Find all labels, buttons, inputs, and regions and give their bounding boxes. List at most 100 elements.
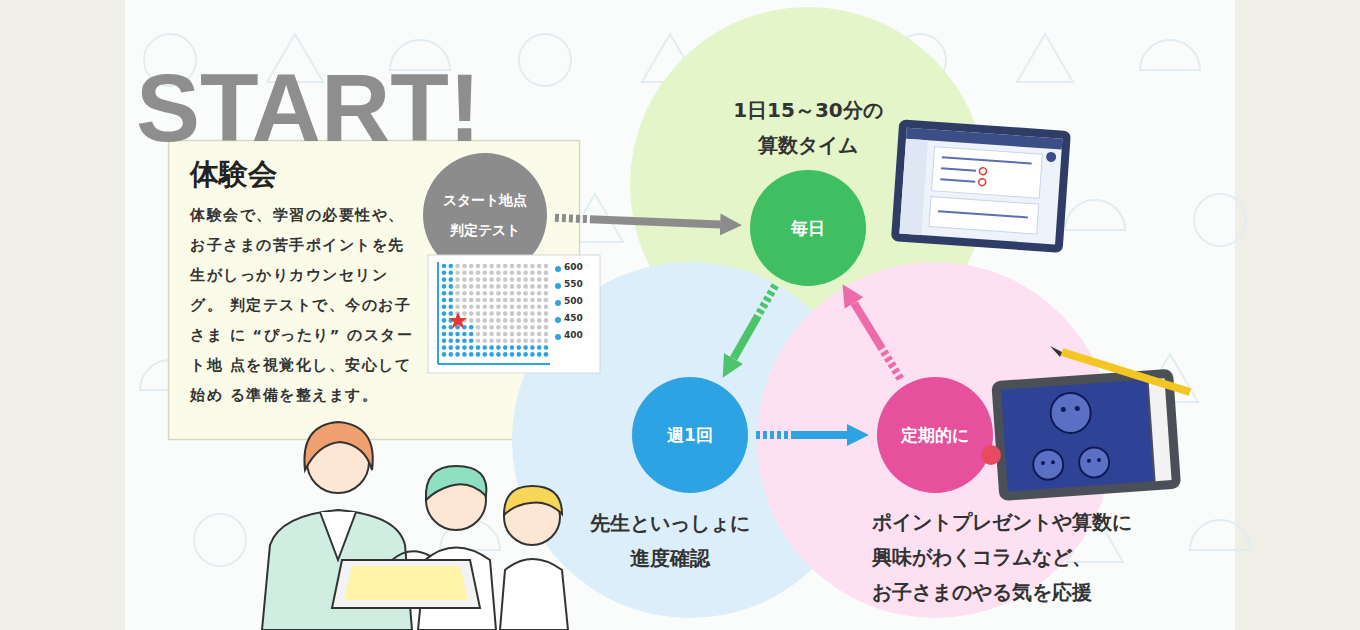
chart-dot [523,352,528,357]
faint-circle [194,514,246,566]
chart-legend-dots [555,266,561,340]
chart-dot [510,298,515,303]
chart-dot [462,271,467,276]
chart-dot [530,311,535,316]
answer-mark [978,178,985,185]
chart-dot [489,291,494,296]
chart-dot [517,277,522,282]
test-circle-fill [423,153,547,277]
chart-dot [449,277,454,282]
chart-dot [530,264,535,269]
chart-dot [449,339,454,344]
chart-dot [523,311,528,316]
regular-circle-fill [877,377,993,493]
chart-dot [530,325,535,330]
chart-dot [510,352,515,357]
chart-dot [496,277,501,282]
chart-dot [455,352,460,357]
zone-caption: ポイントプレゼントや算数に 興味がわくコラムなど、 お子さまのやる気を応援 [872,505,1164,610]
chart-dot [517,318,522,323]
chart-dot [544,291,549,296]
chart-dots [442,264,549,357]
legend-dot [555,283,561,289]
chart-dot [517,332,522,337]
score-value: 500 [564,297,583,306]
chart-dot [489,325,494,330]
chart-dot [455,345,460,350]
chart-dot [442,332,447,337]
chart-dot [455,305,460,310]
score-value: 550 [564,280,583,289]
test-circle-outline [423,153,547,277]
faint-circle [519,34,571,86]
chart-dot [462,264,467,269]
chart-dot [462,352,467,357]
chart-dot [462,332,467,337]
chart-dot [455,264,460,269]
chart-dot [517,291,522,296]
chart-dot [462,291,467,296]
chart-dot [449,291,454,296]
score-value: 450 [564,314,583,323]
chart-dot [476,352,481,357]
regular-zone: ポイントプレゼントや算数に 興味がわくコラムなど、 お子さまのやる気を応援定期的… [757,262,1113,618]
chart-dot [476,305,481,310]
chart-dot [530,298,535,303]
chart-dot [483,284,488,289]
chart-dot [510,291,515,296]
chart-dot [483,298,488,303]
chart-dot [483,325,488,330]
daily-zone: 1日15～30分の 算数タイム毎日 [630,7,986,363]
chart-dot [510,325,515,330]
chart-dot [442,298,447,303]
chart-dot [503,339,508,344]
legend-dot [555,334,561,340]
chart-dot [442,277,447,282]
chart-dot [483,332,488,337]
chart-dot [483,271,488,276]
chart-dot [469,339,474,344]
chart-dot [476,332,481,337]
chart-dot [537,284,542,289]
center-panel [125,0,1235,630]
chart-dot [537,311,542,316]
chart-dot [544,264,549,269]
chart-dot [503,311,508,316]
chart-dot [476,298,481,303]
chart-dot [530,345,535,350]
chart-dot [510,345,515,350]
chart-dot [476,271,481,276]
chart-dot [483,352,488,357]
chart-dot [476,325,481,330]
chart-dot [544,345,549,350]
chart-dot [523,305,528,310]
chart-dot [476,345,481,350]
chart-dot [462,284,467,289]
chart-dot [442,352,447,357]
chart-dot [544,305,549,310]
chart-dot [455,284,460,289]
chart-dot [476,318,481,323]
chart-dot [523,332,528,337]
chart-dot [523,345,528,350]
teacher-collar [320,512,356,560]
chart-dot [530,271,535,276]
teacher-arm [392,551,430,560]
chart-dot [455,298,460,303]
chart-dot [517,284,522,289]
chart-dot [496,325,501,330]
chart-dot [496,298,501,303]
chart-dot [530,318,535,323]
chart-dot [510,311,515,316]
chart-dot [442,305,447,310]
info-card: 体験会体験会で、学習の必要性や、 お子さまの苦手ポイントを先 生がしっかりカウン… [168,140,580,440]
card-heading: 体験会 [190,156,390,194]
chart-dot [544,284,549,289]
chart-dot [483,339,488,344]
chart-dot [449,311,454,316]
red-badge [981,445,1001,465]
chart-card [428,255,600,373]
chart-dot [449,264,454,269]
chart-dot [503,352,508,357]
